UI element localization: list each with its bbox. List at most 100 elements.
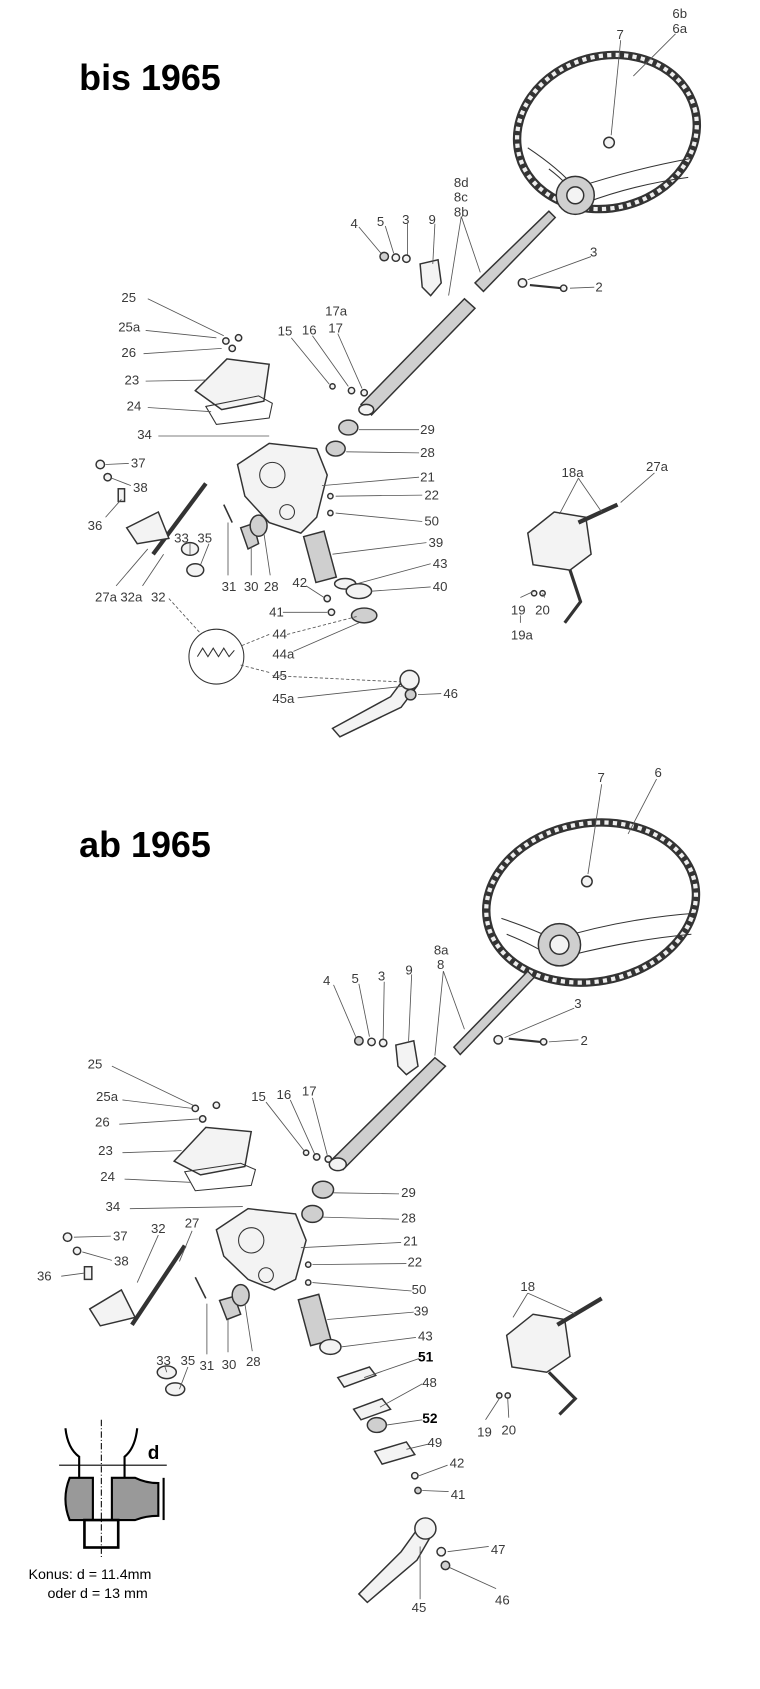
part-label: 42 — [292, 575, 307, 590]
leader-lines — [61, 778, 657, 1600]
part-label: 34 — [106, 1199, 121, 1214]
part-label: 26 — [95, 1114, 110, 1129]
part-label: 2 — [595, 279, 602, 294]
steering-column — [328, 970, 536, 1172]
leader-lines — [105, 33, 676, 699]
part-label: 44 — [272, 627, 287, 642]
part-label: 3 — [402, 212, 409, 227]
part-label: 31 — [200, 1358, 215, 1373]
part-label: 3 — [378, 969, 385, 984]
part-label: 40 — [433, 579, 448, 594]
part-label: 45 — [412, 1600, 427, 1615]
part-label: 41 — [451, 1487, 466, 1502]
part-label: 33 — [174, 531, 189, 546]
part-labels: 6b 6a 7 8d 8c 8b 4 5 3 9 3 2 25 25a 26 2… — [88, 6, 688, 706]
part-label: 7 — [616, 27, 623, 42]
bracket-9 — [395, 1039, 419, 1076]
part-label: 6b — [672, 6, 687, 21]
part-label: 32 — [151, 590, 166, 605]
section-bis-1965: bis 1965 — [79, 6, 702, 738]
part-label: 49 — [427, 1435, 442, 1450]
part-label: 19 — [477, 1425, 492, 1440]
bracket-9 — [419, 258, 442, 297]
part-label: 15 — [278, 324, 293, 339]
part-label: 20 — [535, 602, 550, 617]
part-label: 47 — [491, 1542, 506, 1557]
steering-column — [358, 210, 557, 416]
part-label: 32 — [151, 1221, 166, 1236]
gearbox-housing — [236, 442, 328, 534]
part-label: 30 — [222, 1357, 237, 1372]
part-label: 27a — [646, 459, 669, 474]
part-label: 8a — [434, 942, 449, 957]
part-label: 43 — [433, 556, 448, 571]
part-label: 27a — [95, 590, 118, 605]
part-label: 26 — [121, 345, 136, 360]
part-label: 18a — [562, 465, 585, 480]
part-label: 16 — [302, 323, 317, 338]
part-label: 38 — [133, 480, 148, 495]
part-label: 7 — [597, 770, 604, 785]
part-label: 9 — [405, 962, 412, 977]
part-label: 3 — [590, 245, 597, 260]
part-label: 23 — [98, 1143, 113, 1158]
part-label: 36 — [37, 1268, 52, 1283]
part-label: 45 — [272, 668, 287, 683]
part-label: 39 — [429, 535, 444, 550]
part-label: 19 — [511, 602, 526, 617]
steering-wheel — [512, 50, 702, 216]
part-label: 28 — [401, 1210, 416, 1225]
part-label: 28 — [246, 1354, 261, 1369]
part-label: 29 — [420, 422, 435, 437]
part-label: 36 — [88, 518, 103, 533]
detail-circle — [188, 628, 245, 685]
part-label: 28 — [420, 445, 435, 460]
hub-nut — [580, 875, 593, 888]
part-label: 5 — [352, 971, 359, 986]
part-label: 16 — [277, 1087, 292, 1102]
part-label: 20 — [501, 1423, 516, 1438]
part-label: 25a — [118, 320, 141, 335]
part-label: 8 — [437, 957, 444, 972]
part-label: 21 — [403, 1234, 418, 1249]
part-label: 8d — [454, 175, 469, 190]
part-label: 23 — [125, 372, 140, 387]
part-label: 42 — [450, 1455, 465, 1470]
part-label: 21 — [420, 469, 435, 484]
part-label: 48 — [422, 1375, 437, 1390]
part-label: 27 — [185, 1216, 200, 1231]
part-label-bold: 52 — [422, 1411, 438, 1426]
part-label: 24 — [100, 1169, 115, 1184]
gearbox-housing — [215, 1207, 307, 1291]
part-label: 22 — [407, 1255, 422, 1270]
part-label: 22 — [424, 487, 439, 502]
part-label: 31 — [222, 579, 237, 594]
part-label: 18 — [520, 1279, 535, 1294]
part-label: 34 — [137, 427, 152, 442]
part-label: 37 — [113, 1228, 128, 1243]
steering-box-assembly — [495, 1296, 603, 1416]
cone-caption-line1: Konus: d = 11.4mm — [28, 1567, 151, 1583]
part-label: 9 — [429, 212, 436, 227]
part-label: 46 — [443, 686, 458, 701]
part-label: 15 — [251, 1089, 266, 1104]
part-label: 43 — [418, 1329, 433, 1344]
part-label: 4 — [350, 216, 357, 231]
part-label: 41 — [269, 605, 284, 620]
cover-plate — [172, 1126, 253, 1176]
part-label: 45a — [272, 691, 295, 706]
part-label: 19a — [511, 628, 534, 643]
part-label: 33 — [156, 1353, 171, 1368]
part-label: 38 — [114, 1254, 129, 1269]
part-label: 17a — [325, 304, 348, 319]
part-label: 5 — [377, 214, 384, 229]
hub-nut — [603, 136, 616, 149]
part-label: 17 — [302, 1084, 317, 1099]
part-label: 3 — [574, 996, 581, 1011]
steering-wheel — [482, 818, 701, 987]
part-label: 50 — [412, 1282, 427, 1297]
part-label: 28 — [264, 579, 279, 594]
part-label: 8b — [454, 204, 469, 219]
cone-caption-line2: oder d = 13 mm — [48, 1586, 148, 1602]
